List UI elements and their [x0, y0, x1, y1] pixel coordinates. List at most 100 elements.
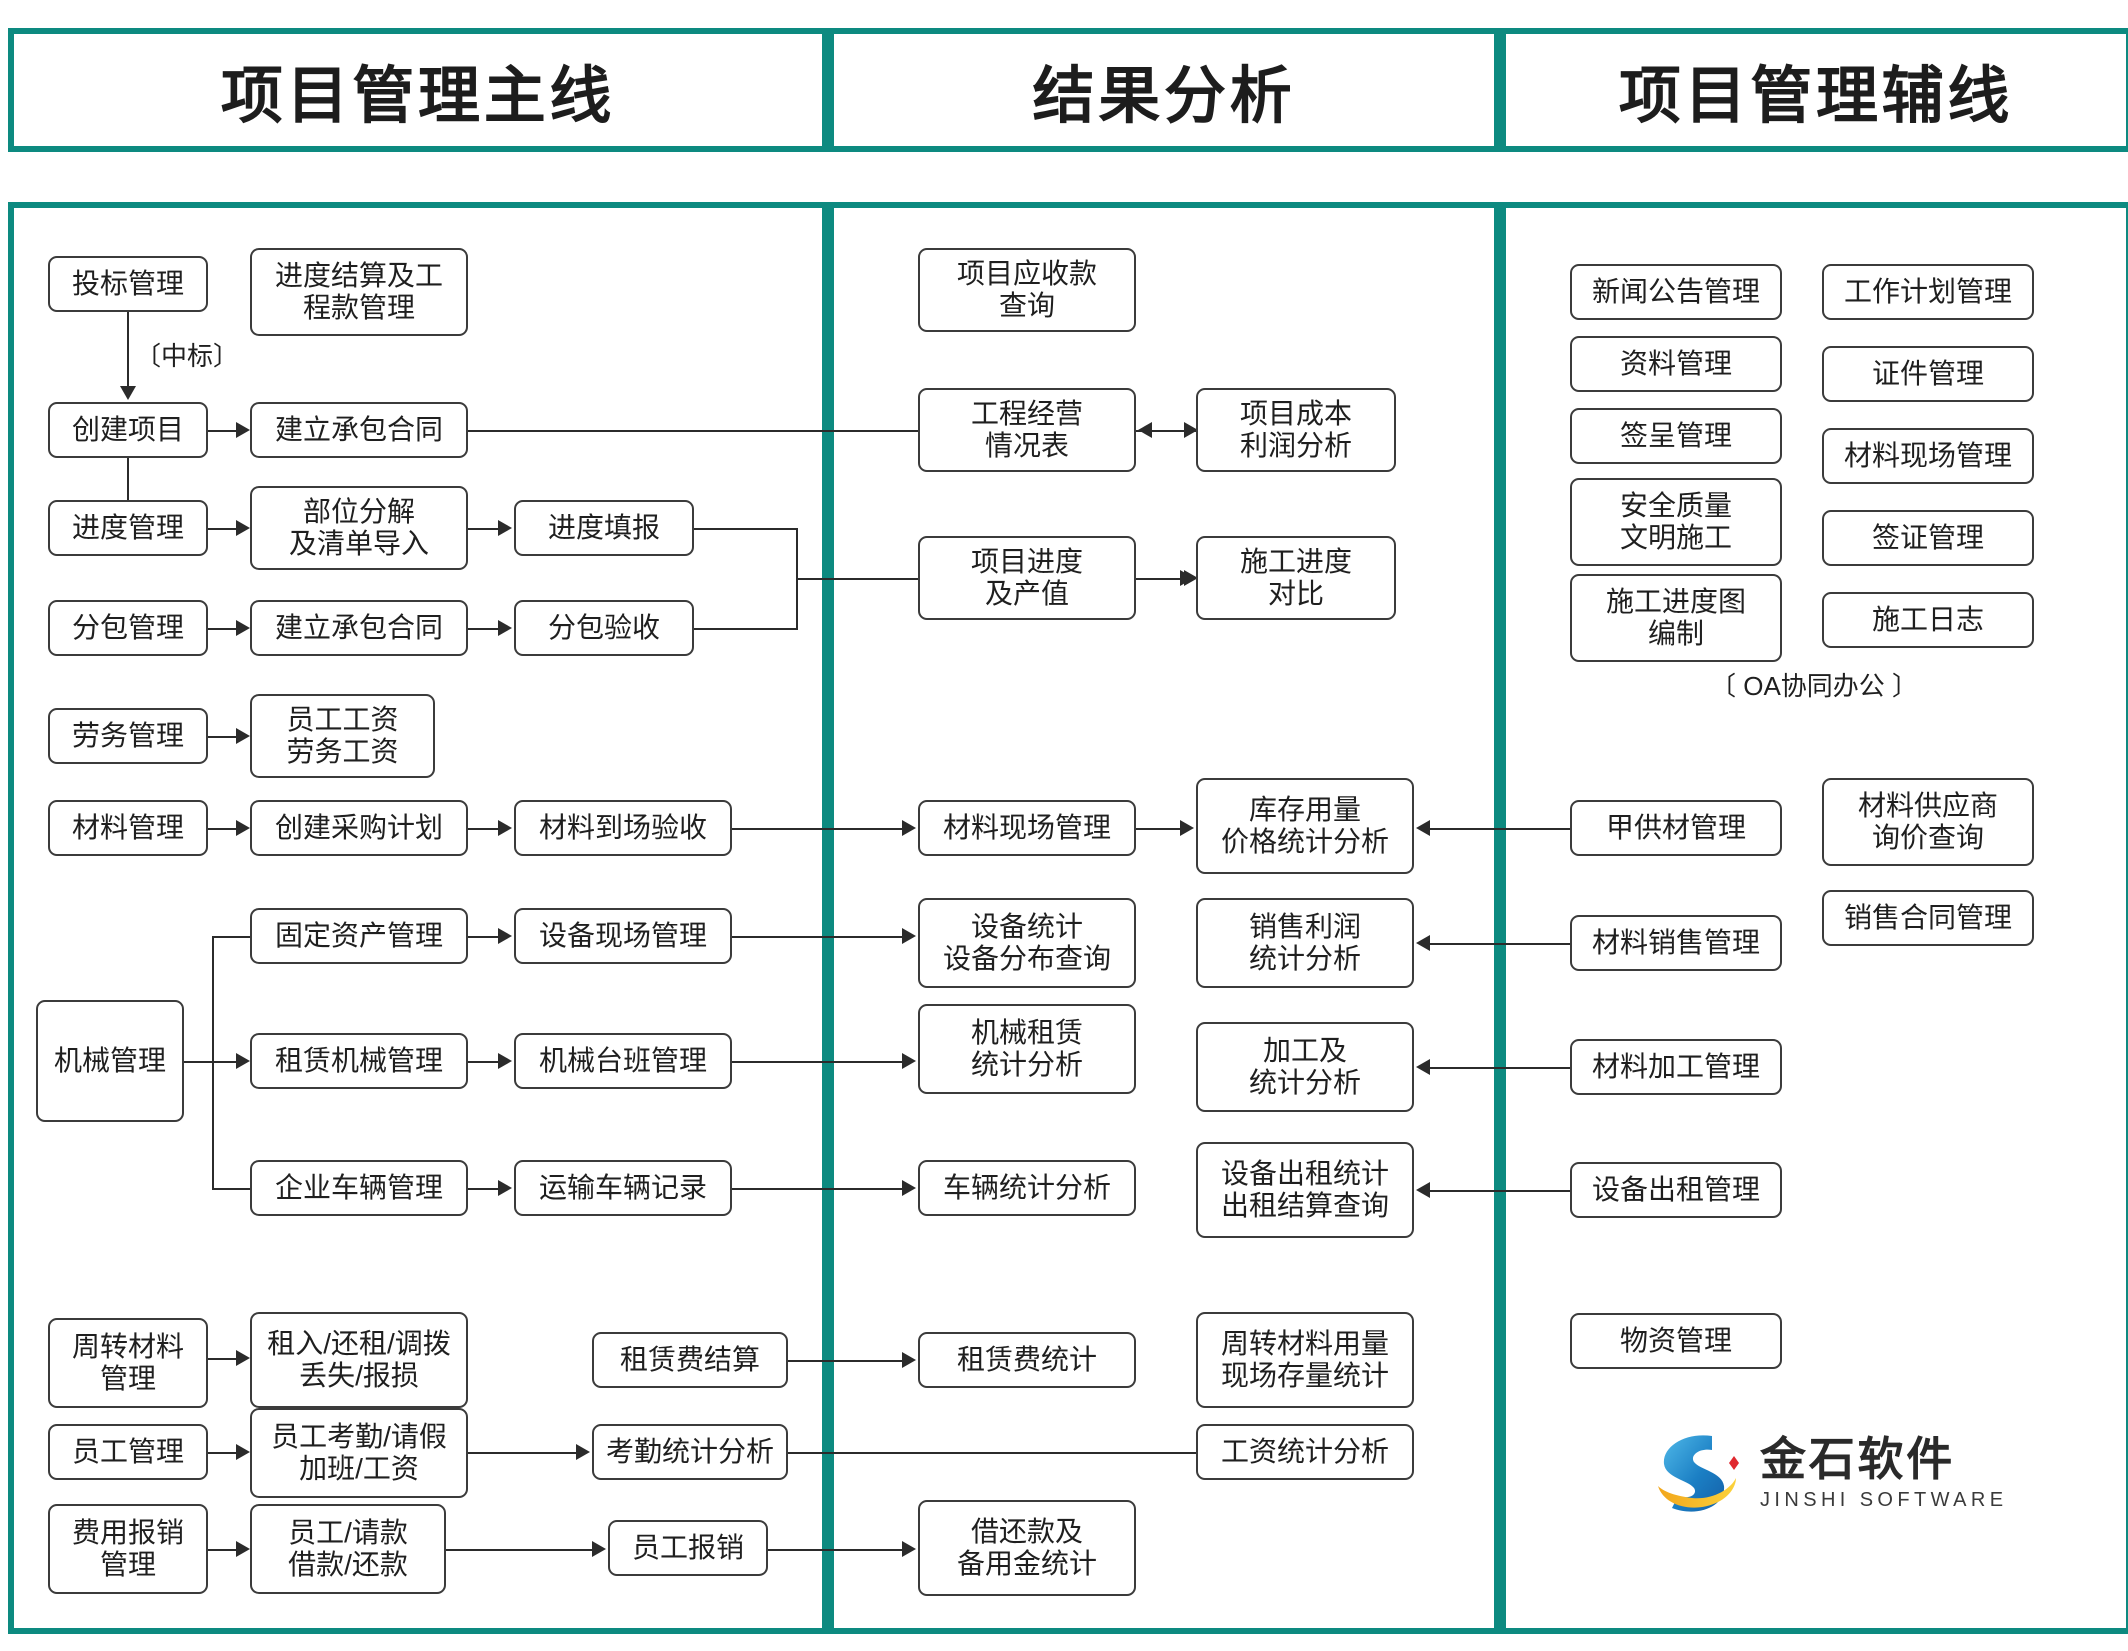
node-label: 销售合同管理 — [1843, 901, 2012, 933]
node-bid-mgmt[interactable]: 投标管理 — [48, 256, 208, 312]
node-label: 进度填报 — [547, 511, 660, 543]
node-subcontract-mgmt[interactable]: 分包管理 — [48, 600, 208, 656]
node-label: 租赁费结算 — [619, 1343, 760, 1375]
node-construction-log[interactable]: 施工日志 — [1822, 592, 2034, 648]
node-project-progress-output[interactable]: 项目进度 及产值 — [918, 536, 1136, 620]
arrowhead-right — [236, 422, 250, 438]
node-wage-stat-analysis[interactable]: 工资统计分析 — [1196, 1424, 1414, 1480]
connector-subcontract-to-contract — [208, 628, 238, 630]
node-attendance-leave-wage[interactable]: 员工考勤/请假 加班/工资 — [250, 1408, 468, 1498]
node-material-arrival-check[interactable]: 材料到场验收 — [514, 800, 732, 856]
node-material-site-mgmt[interactable]: 材料现场管理 — [918, 800, 1136, 856]
node-fixed-asset-mgmt[interactable]: 固定资产管理 — [250, 908, 468, 964]
connector-employee-to-attendance — [208, 1452, 238, 1454]
node-project-receivable-query[interactable]: 项目应收款 查询 — [918, 248, 1136, 332]
node-label: 材料现场管理 — [1843, 439, 2012, 471]
node-label: 员工/请款 借款/还款 — [288, 1516, 408, 1580]
connector-fixed-to-equipment-site — [468, 936, 500, 938]
node-supplies-mgmt[interactable]: 物资管理 — [1570, 1313, 1782, 1369]
node-label: 企业车辆管理 — [274, 1171, 443, 1203]
node-machinery-mgmt[interactable]: 机械管理 — [36, 1000, 184, 1122]
node-equipment-site-mgmt[interactable]: 设备现场管理 — [514, 908, 732, 964]
node-sales-profit-stat[interactable]: 销售利润 统计分析 — [1196, 898, 1414, 988]
node-work-plan-mgmt[interactable]: 工作计划管理 — [1822, 264, 2034, 320]
node-certificate-mgmt[interactable]: 证件管理 — [1822, 346, 2034, 402]
node-construction-schedule-chart[interactable]: 施工进度图 编制 — [1570, 574, 1782, 662]
node-inventory-usage-price-stat[interactable]: 库存用量 价格统计分析 — [1196, 778, 1414, 874]
node-employee-reimbursement[interactable]: 员工报销 — [608, 1520, 768, 1576]
node-part-decompose[interactable]: 部位分解 及清单导入 — [250, 486, 468, 570]
node-label: 费用报销 管理 — [71, 1516, 184, 1580]
node-equipment-rental-mgmt[interactable]: 设备出租管理 — [1570, 1162, 1782, 1218]
node-sales-contract-mgmt[interactable]: 销售合同管理 — [1822, 890, 2034, 946]
node-equipment-rental-stat[interactable]: 设备出租统计 出租结算查询 — [1196, 1142, 1414, 1238]
node-employee-loan-repay[interactable]: 员工/请款 借款/还款 — [250, 1504, 446, 1594]
node-project-cost-profit-analysis[interactable]: 项目成本 利润分析 — [1196, 388, 1396, 472]
node-material-sales-mgmt[interactable]: 材料销售管理 — [1570, 915, 1782, 971]
node-progress-mgmt[interactable]: 进度管理 — [48, 500, 208, 556]
node-construction-progress-compare[interactable]: 施工进度 对比 — [1196, 536, 1396, 620]
node-label: 设备出租管理 — [1591, 1173, 1760, 1205]
node-visa-mgmt[interactable]: 签证管理 — [1822, 510, 2034, 566]
node-expense-reimb-mgmt[interactable]: 费用报销 管理 — [48, 1504, 208, 1594]
node-labor-mgmt[interactable]: 劳务管理 — [48, 708, 208, 764]
node-owner-supplied-material-mgmt[interactable]: 甲供材管理 — [1570, 800, 1782, 856]
node-label: 员工考勤/请假 加班/工资 — [271, 1420, 447, 1484]
node-progress-fill[interactable]: 进度填报 — [514, 500, 694, 556]
node-material-supplier-quote-query[interactable]: 材料供应商 询价查询 — [1822, 778, 2034, 866]
connector-settlement-to-stat — [788, 1360, 904, 1362]
node-employee-labor-wage[interactable]: 员工工资 劳务工资 — [250, 694, 435, 778]
node-leased-machinery-mgmt[interactable]: 租赁机械管理 — [250, 1033, 468, 1089]
node-rental-fee-stat[interactable]: 租赁费统计 — [918, 1332, 1136, 1388]
connector-machinery-bus — [212, 936, 214, 1188]
node-transport-vehicle-record[interactable]: 运输车辆记录 — [514, 1160, 732, 1216]
node-label: 签呈管理 — [1619, 419, 1732, 451]
node-company-vehicle-mgmt[interactable]: 企业车辆管理 — [250, 1160, 468, 1216]
node-label: 材料管理 — [71, 811, 184, 843]
node-label: 设备现场管理 — [538, 919, 707, 951]
arrowhead-right — [902, 1352, 916, 1368]
node-news-bulletin-mgmt[interactable]: 新闻公告管理 — [1570, 264, 1782, 320]
node-attendance-stat-analysis[interactable]: 考勤统计分析 — [592, 1424, 788, 1480]
node-equipment-stat-distribution[interactable]: 设备统计 设备分布查询 — [918, 898, 1136, 988]
node-rent-return-transfer[interactable]: 租入/还租/调拨 丢失/报损 — [250, 1312, 468, 1408]
node-turnover-material-usage-stat[interactable]: 周转材料用量 现场存量统计 — [1196, 1312, 1414, 1408]
node-employee-mgmt[interactable]: 员工管理 — [48, 1424, 208, 1480]
node-label: 周转材料 管理 — [71, 1330, 184, 1394]
node-turnover-material-mgmt[interactable]: 周转材料 管理 — [48, 1318, 208, 1408]
node-rental-fee-settlement[interactable]: 租赁费结算 — [592, 1332, 788, 1388]
arrowhead-right — [592, 1541, 606, 1557]
node-machinery-rent-stat[interactable]: 机械租赁 统计分析 — [918, 1004, 1136, 1094]
node-label: 固定资产管理 — [274, 919, 443, 951]
node-build-contract-2[interactable]: 建立承包合同 — [250, 600, 468, 656]
node-create-project[interactable]: 创建项目 — [48, 402, 208, 458]
arrowhead-down — [120, 386, 136, 400]
node-label: 租入/还租/调拨 丢失/报损 — [267, 1327, 451, 1391]
node-label: 建立承包合同 — [274, 413, 443, 445]
arrowhead-right — [1180, 820, 1194, 836]
node-create-purchase-plan[interactable]: 创建采购计划 — [250, 800, 468, 856]
node-material-processing-mgmt[interactable]: 材料加工管理 — [1570, 1039, 1782, 1095]
connector-cost-to-operation-table — [1152, 430, 1196, 432]
node-project-operation-table[interactable]: 工程经营 情况表 — [918, 388, 1136, 472]
node-machine-shift-mgmt[interactable]: 机械台班管理 — [514, 1033, 732, 1089]
node-document-mgmt[interactable]: 资料管理 — [1570, 336, 1782, 392]
node-label: 创建采购计划 — [274, 811, 443, 843]
node-safety-quality-civilized[interactable]: 安全质量 文明施工 — [1570, 478, 1782, 566]
node-label: 车辆统计分析 — [942, 1171, 1111, 1203]
node-material-mgmt[interactable]: 材料管理 — [48, 800, 208, 856]
node-progress-settlement[interactable]: 进度结算及工 程款管理 — [250, 248, 468, 336]
connector-processing-to-stat — [1430, 1067, 1570, 1069]
node-vehicle-stat-analysis[interactable]: 车辆统计分析 — [918, 1160, 1136, 1216]
node-subcontract-acceptance[interactable]: 分包验收 — [514, 600, 694, 656]
node-label: 机械台班管理 — [538, 1044, 707, 1076]
connector-vehicle-to-record — [468, 1188, 500, 1190]
node-signature-approval-mgmt[interactable]: 签呈管理 — [1570, 408, 1782, 464]
node-material-site-mgmt-aux[interactable]: 材料现场管理 — [1822, 428, 2034, 484]
node-loan-repay-petty-cash-stat[interactable]: 借还款及 备用金统计 — [918, 1500, 1136, 1596]
node-processing-stat-analysis[interactable]: 加工及 统计分析 — [1196, 1022, 1414, 1112]
node-build-contract-1[interactable]: 建立承包合同 — [250, 402, 468, 458]
node-label: 项目应收款 查询 — [956, 257, 1097, 321]
node-label: 施工进度 对比 — [1239, 545, 1352, 609]
